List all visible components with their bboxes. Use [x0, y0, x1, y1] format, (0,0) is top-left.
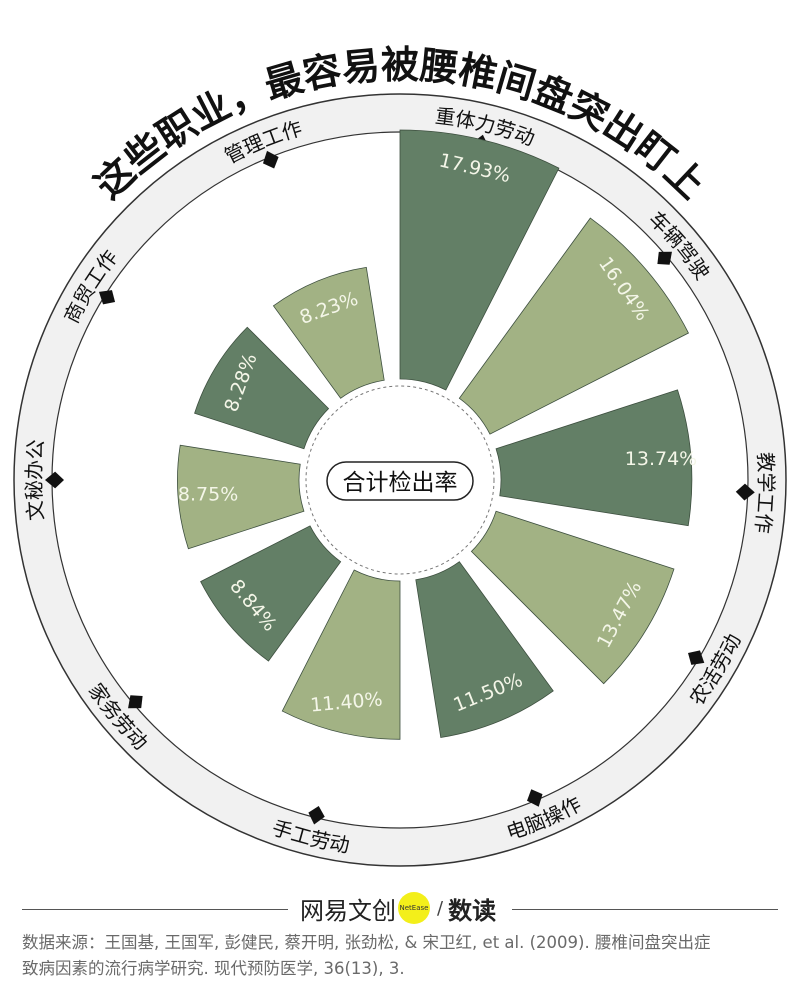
- bar-10: [272, 266, 385, 399]
- marker-arrow-icon: [45, 471, 64, 489]
- logo-badge: NetEase: [398, 892, 430, 924]
- ring-band: [14, 94, 786, 866]
- marker-arrow-icon: [262, 150, 279, 169]
- marker-arrow-icon: [308, 806, 325, 825]
- bar-4: [470, 510, 675, 685]
- source-line-1: 数据来源：王国基, 王国军, 彭健民, 蔡开明, 张劲松, & 宋卫红, et …: [22, 933, 711, 952]
- bar-5: [415, 561, 554, 738]
- logo-sub: 数读: [448, 896, 497, 925]
- brand-logo: 网易文创 NetEase / 数读: [300, 888, 496, 928]
- marker-arrow-icon: [98, 290, 116, 305]
- logo-text: 网易文创: [300, 896, 396, 925]
- logo-slash: /: [437, 897, 444, 919]
- footer-divider-right: [512, 909, 778, 910]
- bar-6: [281, 569, 401, 740]
- marker-arrow-icon: [657, 251, 672, 265]
- center-hub: 合计检出率: [305, 385, 495, 575]
- footer-divider-left: [22, 909, 288, 910]
- source-line-2: 致病因素的流行病学研究. 现代预防医学, 36(13), 3.: [22, 959, 405, 978]
- ring-outer-line: [13, 93, 787, 867]
- data-source: 数据来源：王国基, 王国军, 彭健民, 蔡开明, 张劲松, & 宋卫红, et …: [22, 930, 782, 982]
- value-label: 13.74%: [625, 448, 697, 470]
- bars-group: 17.93%16.04%13.74%13.47%11.50%11.40%8.84…: [177, 129, 697, 740]
- center-label-pill: [326, 461, 474, 501]
- marker-arrow-icon: [128, 695, 143, 709]
- marker-arrow-icon: [527, 789, 543, 807]
- bar-1: [399, 129, 560, 391]
- value-label: 8.75%: [178, 484, 238, 506]
- polar-bar-chart: 这些职业，最容易被腰椎间盘突出盯上 重体力劳动车辆驾驶教学工作农活劳动电脑操作手…: [13, 43, 787, 867]
- marker-arrow-icon: [735, 483, 755, 501]
- bar-9: [194, 326, 330, 450]
- bar-8: [177, 444, 305, 550]
- center-label: 合计检出率: [343, 470, 458, 496]
- bar-2: [458, 217, 690, 435]
- marker-arrow-icon: [688, 650, 705, 665]
- bar-7: [200, 525, 342, 662]
- bar-3: [495, 389, 693, 527]
